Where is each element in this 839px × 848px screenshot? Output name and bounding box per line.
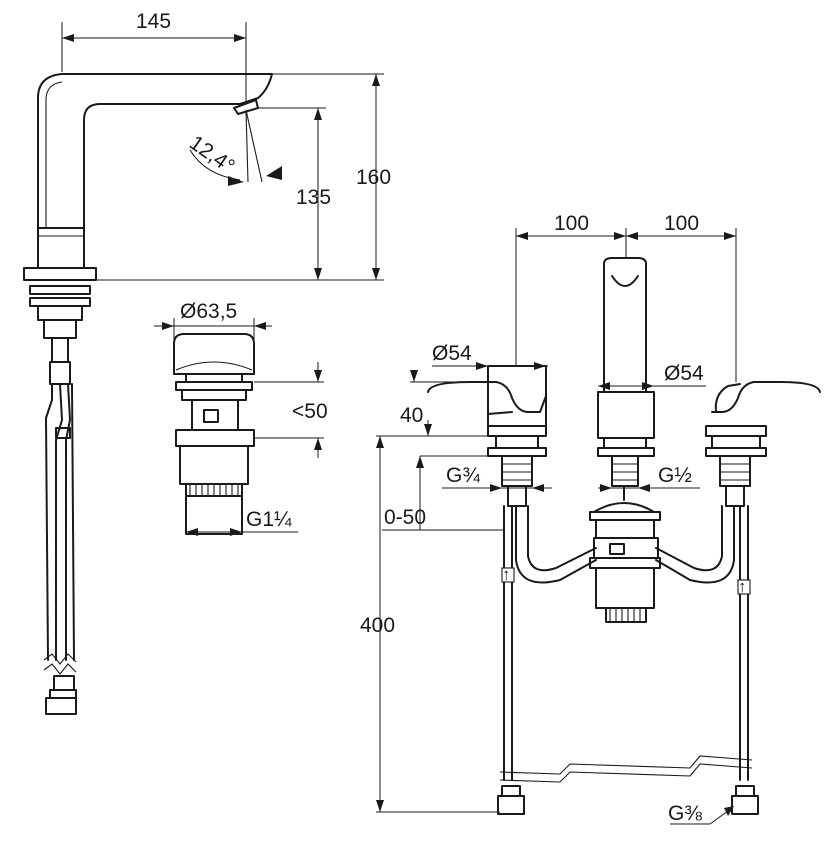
waste-valve: Ø63,5 <50 G1¼ <box>154 300 328 536</box>
hose-length-label: 400 <box>360 614 395 637</box>
waste-thread-label: G1¼ <box>246 508 292 531</box>
flow-arrow-left-icon: ↑ <box>502 565 511 584</box>
spout-thread-label: G½ <box>658 464 692 487</box>
dim-145-label: 145 <box>136 10 171 33</box>
handle-dia-right-label: Ø54 <box>664 362 704 385</box>
centre-left-label: 100 <box>554 212 589 235</box>
thread-labels: G¾ G½ G⅜ <box>442 464 734 825</box>
waste-height-label: <50 <box>292 400 328 423</box>
spout-side-view <box>23 73 273 715</box>
waste-diameter-label: Ø63,5 <box>180 300 237 323</box>
three-hole-set: ↑ ↑ <box>427 257 821 815</box>
dim-135-label: 135 <box>296 186 331 209</box>
valve-thread-label: G¾ <box>446 464 480 487</box>
handle-dia-left-label: Ø54 <box>432 342 472 365</box>
spray-angle: 12,4° <box>185 109 282 186</box>
dim-160-label: 160 <box>356 166 391 189</box>
deck-range-label: 0-50 <box>384 506 426 529</box>
dim-spout-reach: 145 <box>61 10 247 104</box>
dim-centres: 100 100 <box>515 212 737 382</box>
mount-height-label: 40 <box>400 404 423 427</box>
dim-handle-diameters: Ø54 Ø54 <box>432 342 706 390</box>
centre-right-label: 100 <box>664 212 699 235</box>
hose-thread-label: G⅜ <box>668 802 702 825</box>
dim-heights: 135 160 <box>96 73 391 281</box>
dim-vertical-right: 40 0-50 400 <box>360 370 504 813</box>
flow-arrow-right-icon: ↑ <box>738 577 747 596</box>
